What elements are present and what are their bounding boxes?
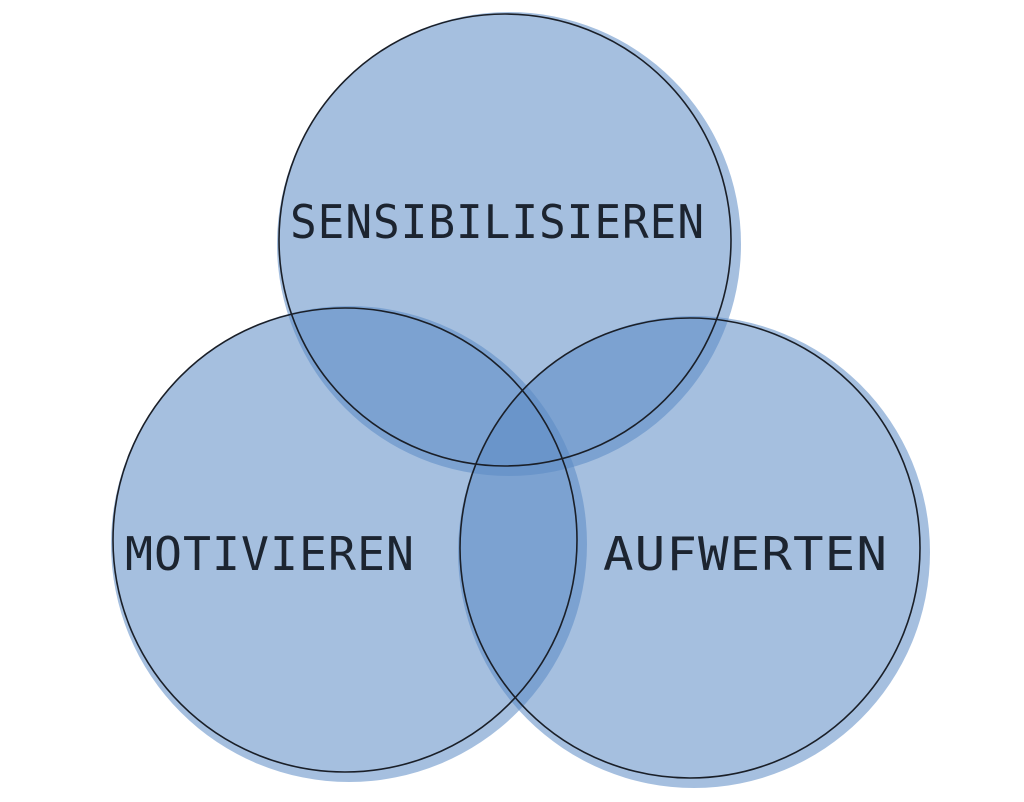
circle-outline-top	[278, 13, 732, 467]
circle-outline-right	[459, 317, 921, 779]
circle-right	[458, 316, 930, 788]
label-motivieren: MOTIVIEREN	[125, 527, 415, 581]
label-aufwerten: AUFWERTEN	[603, 527, 888, 581]
label-sensibilisieren: SENSIBILISIEREN	[290, 195, 705, 249]
circle-outline-left	[112, 307, 578, 773]
circle-left	[111, 306, 587, 782]
